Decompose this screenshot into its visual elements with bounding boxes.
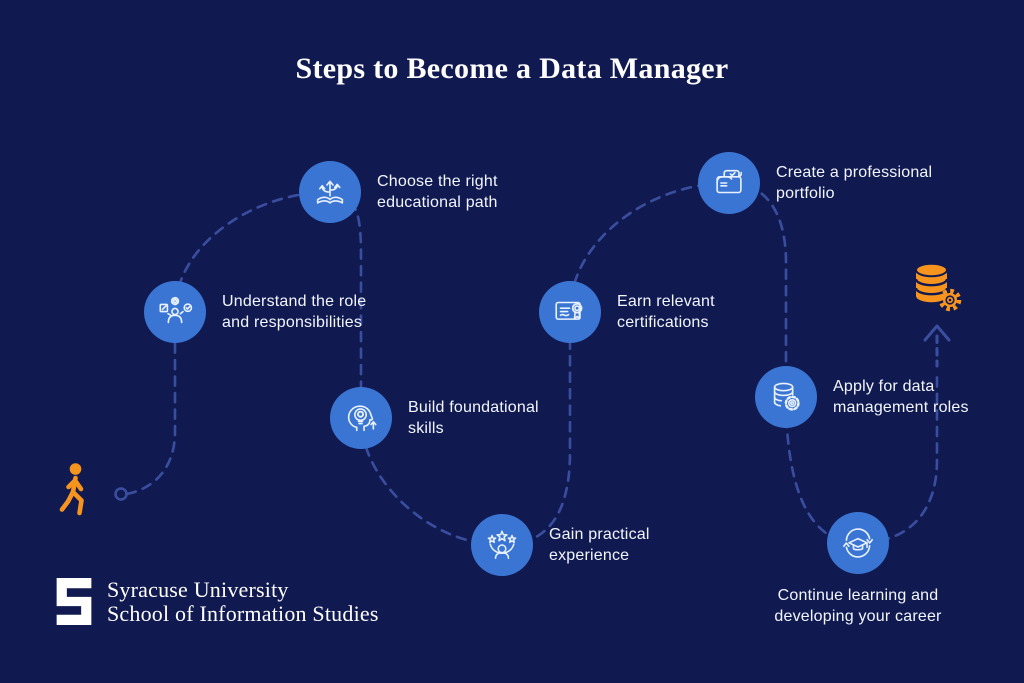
logo-org: Syracuse University	[107, 577, 289, 602]
block-s-icon	[56, 578, 92, 625]
step-node	[330, 387, 392, 449]
path-start-ring	[114, 487, 128, 501]
step-node	[299, 161, 361, 223]
graduation-cap-cycle-icon	[842, 528, 874, 558]
folder-documents-check-icon	[716, 169, 742, 194]
step-node	[827, 512, 889, 574]
walking-person-icon	[59, 463, 84, 516]
person-gear-check-icon	[159, 296, 193, 324]
book-branching-arrows-icon	[316, 180, 344, 204]
logo-school: School of Information Studies	[107, 601, 379, 626]
step-node	[539, 281, 601, 343]
database-gear-icon	[773, 382, 800, 411]
dashed-route	[125, 181, 939, 547]
head-gear-bulb-icon	[347, 405, 377, 432]
database-gear-goal-icon	[914, 262, 962, 312]
step-node	[755, 366, 817, 428]
step-node	[698, 152, 760, 214]
syracuse-logo: Syracuse University School of Informatio…	[54, 578, 379, 626]
certificate-ribbon-icon	[555, 301, 583, 320]
logo-text: Syracuse University School of Informatio…	[107, 578, 379, 626]
step-node	[144, 281, 206, 343]
person-stars-icon	[487, 530, 517, 560]
goal-arrow-head-icon	[923, 324, 951, 342]
step-node	[471, 514, 533, 576]
page-title: Steps to Become a Data Manager	[295, 52, 729, 85]
